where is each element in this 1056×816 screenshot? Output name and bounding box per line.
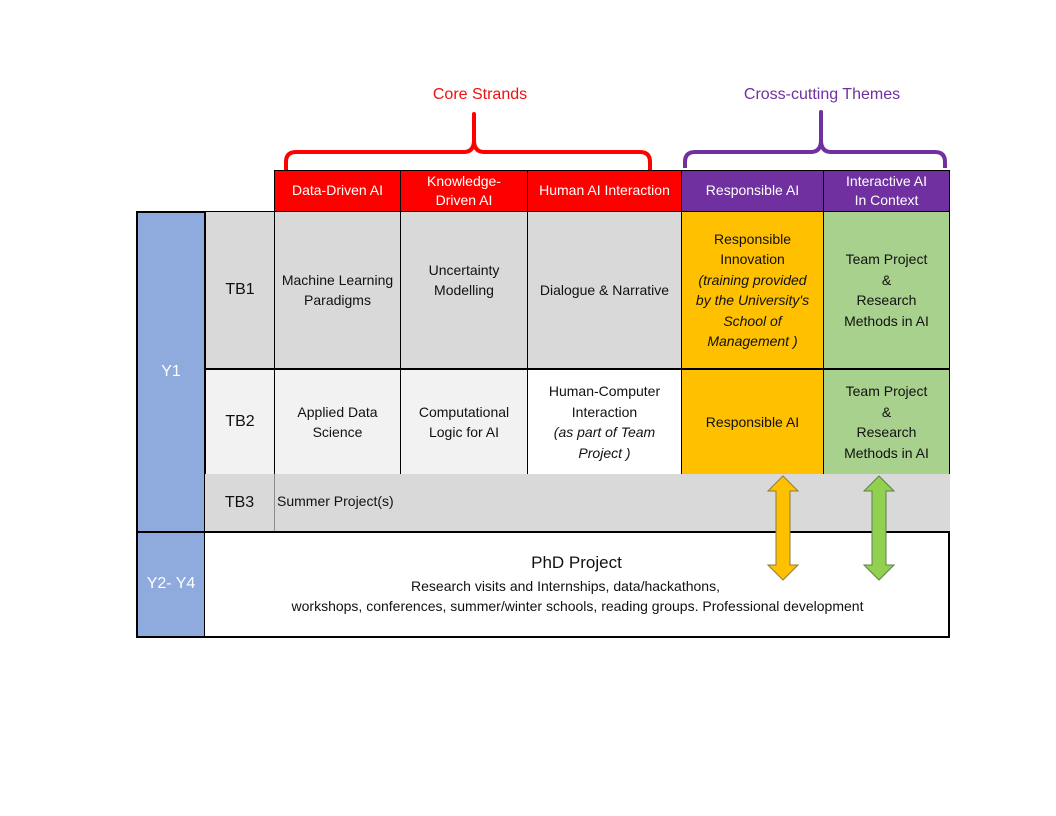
text-line: (training provided — [698, 271, 807, 288]
text-line: Research — [856, 424, 917, 440]
text-line: Uncertainty — [428, 261, 500, 278]
text-line: Driven AI — [435, 192, 493, 208]
cross-cutting-themes-title: Cross-cutting Themes — [743, 86, 901, 103]
text-line: Paradigms — [304, 292, 371, 308]
text-line: Responsible AI — [705, 182, 800, 199]
phd-project-line-1: Research visits and Internships, data/ha… — [411, 578, 720, 594]
text-line: School of — [723, 312, 782, 329]
term-tb1: TB1 — [205, 211, 275, 369]
text-line: Logic for AI — [428, 424, 500, 440]
header-interactive-ai-in-context: Interactive AI In Context — [823, 170, 950, 212]
text-line: Innovation — [720, 251, 785, 267]
text-line: Human-Computer — [548, 383, 661, 399]
text-line: Research — [856, 292, 917, 308]
text-line: Responsible AI — [705, 413, 800, 430]
text-line: Management ) — [707, 333, 798, 349]
text-line: Interactive AI — [846, 172, 927, 189]
text-line: Interaction — [571, 403, 638, 420]
text-line: Human AI Interaction — [539, 182, 670, 199]
text-line: & — [881, 271, 892, 288]
text-line: Computational — [418, 403, 510, 420]
text-line: Data-Driven AI — [291, 182, 384, 199]
year-y2-y4: Y2- Y4 — [136, 531, 206, 638]
text-line: Methods in AI — [844, 312, 929, 329]
phd-project-title: PhD Project — [531, 553, 622, 572]
term-tb3: TB3 — [205, 474, 275, 532]
phd-project-box: PhD Project Research visits and Internsh… — [205, 531, 950, 638]
header-knowledge-driven-ai: Knowledge- Driven AI — [400, 170, 528, 212]
text-line: Responsible — [713, 230, 792, 247]
text-line: Knowledge- — [427, 172, 501, 189]
tb3-summer-projects: Summer Project(s) — [277, 493, 394, 509]
text-line: Project ) — [578, 444, 631, 461]
text-line: Modelling — [434, 282, 494, 298]
text-line: In Context — [854, 192, 919, 208]
text-line: Machine Learning — [281, 271, 394, 288]
text-line: (as part of Team — [553, 424, 656, 440]
text-line: & — [881, 403, 892, 420]
header-data-driven-ai: Data-Driven AI — [274, 170, 401, 212]
text-line: by the University's — [695, 292, 810, 308]
text-line: Science — [312, 424, 363, 440]
tb1-dialogue-narrative: Dialogue & Narrative — [527, 211, 682, 369]
phd-project-line-2: workshops, conferences, summer/winter sc… — [291, 598, 864, 614]
text-line: Methods in AI — [844, 444, 929, 461]
text-line: Applied Data — [297, 403, 378, 420]
text-line: Team Project — [845, 383, 928, 399]
text-line: Team Project — [845, 251, 928, 267]
text-line: Dialogue & Narrative — [539, 281, 670, 298]
core-strands-title: Core Strands — [432, 86, 528, 103]
